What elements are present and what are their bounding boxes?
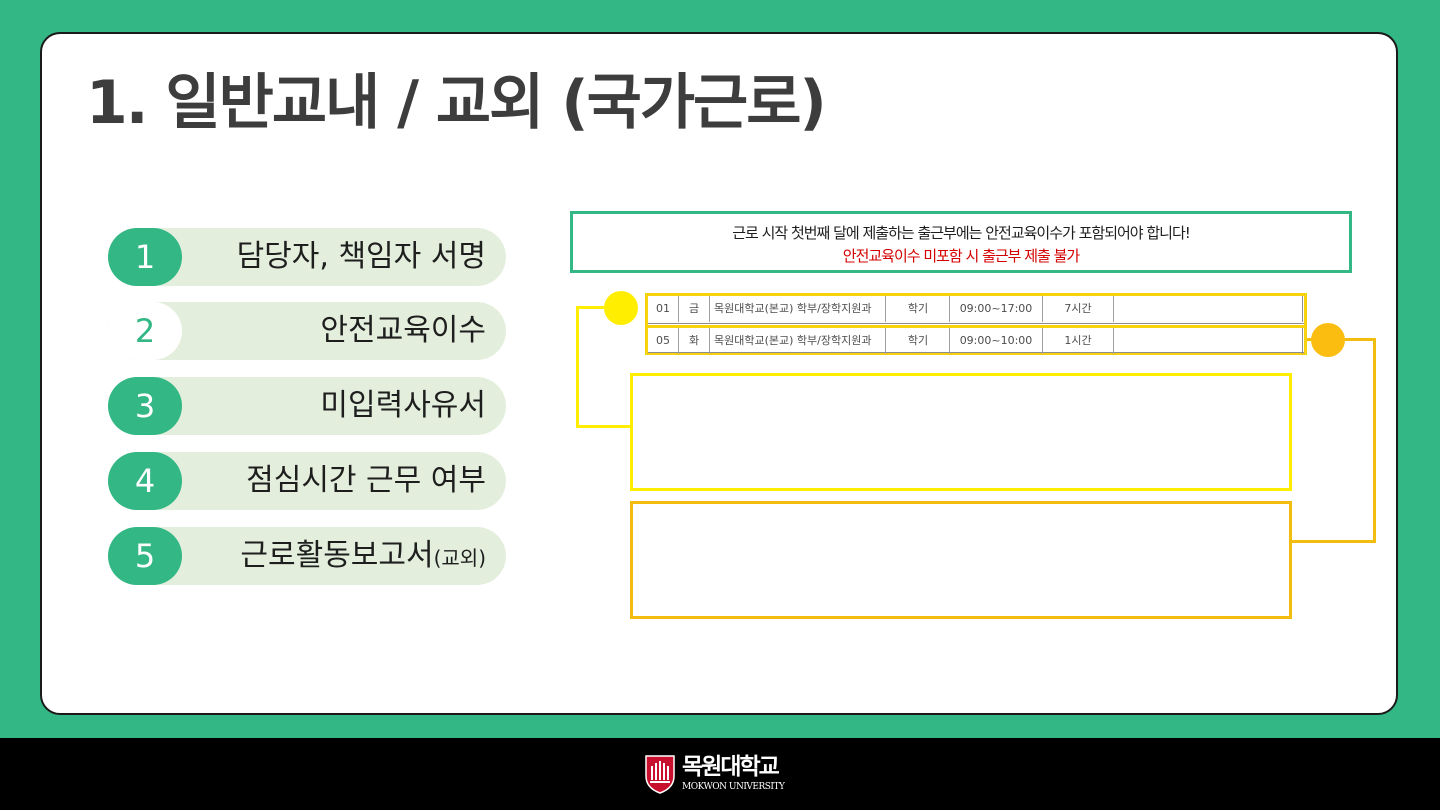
footer-bar <box>0 738 1440 810</box>
marker-dot-yellow <box>604 291 638 325</box>
notice-line-1: 근로 시작 첫번째 달에 제출하는 출근부에는 안전교육이수가 포함되어야 합니… <box>732 224 1191 242</box>
menu-label: 미입력사유서 <box>320 388 486 423</box>
table-row: 05 화 목원대학교(본교) 학부/장학지원과 학기 09:00~10:00 1… <box>648 325 1304 354</box>
menu-number: 1 <box>108 228 182 286</box>
menu-label: 점심시간 근무 여부 <box>246 463 486 498</box>
cell-signature <box>1114 328 1303 354</box>
menu-number: 2 <box>108 302 182 360</box>
table-row: 01 금 목원대학교(본교) 학부/장학지원과 학기 09:00~17:00 7… <box>648 296 1304 324</box>
logo-text-english: MOKWON UNIVERSITY <box>682 782 785 792</box>
slide-title: 1. 일반교내 / 교외 (국가근로) <box>86 68 827 138</box>
marker-dot-orange <box>1311 323 1345 357</box>
cell-day: 05 <box>648 328 679 354</box>
menu-number: 5 <box>108 527 182 585</box>
notice-line-2: 안전교육이수 미포함 시 출근부 제출 불가 <box>842 247 1080 265</box>
cell-weekday: 금 <box>679 296 710 322</box>
menu-item-2[interactable]: 2 안전교육이수 <box>108 302 506 360</box>
connector-orange <box>1290 338 1376 543</box>
explanation-box-yellow <box>630 373 1292 491</box>
explanation-box-orange <box>630 501 1292 619</box>
menu-item-3[interactable]: 3 미입력사유서 <box>108 377 506 435</box>
menu-label: 안전교육이수 <box>320 313 486 348</box>
cell-place: 목원대학교(본교) 학부/장학지원과 <box>710 296 886 322</box>
menu-number: 3 <box>108 377 182 435</box>
university-logo: 목원대학교 MOKWON UNIVERSITY <box>644 754 804 796</box>
menu-label: 담당자, 책임자 서명 <box>236 239 486 274</box>
menu-label: 근로활동보고서(교외) <box>240 538 486 573</box>
connector-yellow <box>576 306 630 428</box>
cell-hours: 7시간 <box>1043 296 1114 322</box>
cell-weekday: 화 <box>679 328 710 354</box>
menu-item-4[interactable]: 4 점심시간 근무 여부 <box>108 452 506 510</box>
cell-place: 목원대학교(본교) 학부/장학지원과 <box>710 328 886 354</box>
logo-text-korean: 목원대학교 <box>682 753 780 780</box>
cell-signature <box>1114 296 1303 322</box>
university-emblem-icon <box>645 755 675 794</box>
cell-day: 01 <box>648 296 679 322</box>
notice-box: 근로 시작 첫번째 달에 제출하는 출근부에는 안전교육이수가 포함되어야 합니… <box>570 211 1352 273</box>
cell-type: 학기 <box>887 328 950 354</box>
menu-number: 4 <box>108 452 182 510</box>
cell-time: 09:00~17:00 <box>950 296 1043 322</box>
attendance-record-table: 01 금 목원대학교(본교) 학부/장학지원과 학기 09:00~17:00 7… <box>645 293 1307 355</box>
menu-item-5[interactable]: 5 근로활동보고서(교외) <box>108 527 506 585</box>
cell-hours: 1시간 <box>1043 328 1114 354</box>
menu-item-1[interactable]: 1 담당자, 책임자 서명 <box>108 228 506 286</box>
cell-type: 학기 <box>887 296 950 322</box>
cell-time: 09:00~10:00 <box>950 328 1043 354</box>
